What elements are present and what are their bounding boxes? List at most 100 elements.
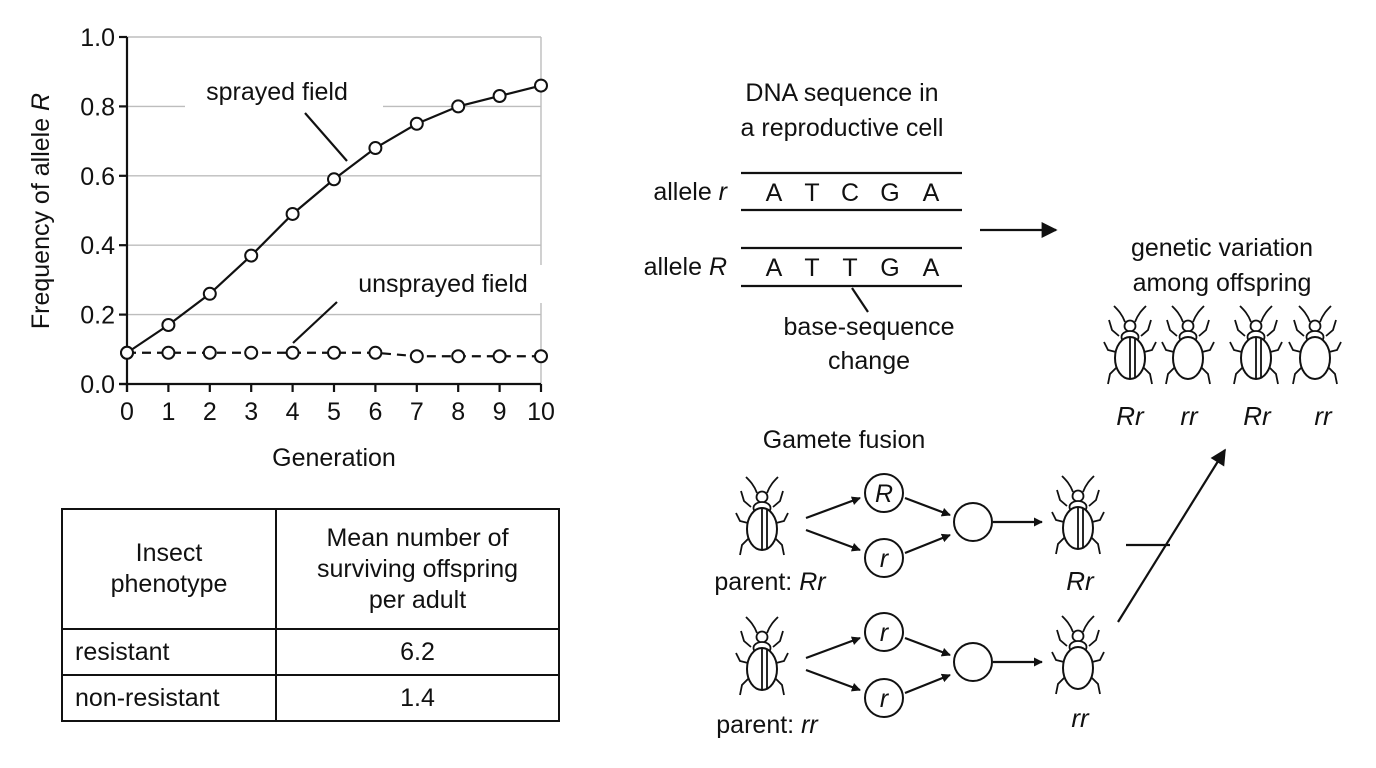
- dna-base: A: [766, 254, 783, 282]
- unsprayed-label-leader: [292, 301, 338, 344]
- gamete-r-label-3: r: [880, 685, 890, 713]
- allele-R-label: allele R: [644, 253, 727, 281]
- zygote-2: [953, 642, 993, 682]
- variation-line2: among offspring: [1133, 269, 1312, 297]
- offspring-genotype-2: rr: [1180, 401, 1199, 431]
- allele-r-label: allele r: [653, 178, 728, 206]
- x-tick-label: 9: [493, 398, 507, 426]
- gamete-r-circle-3: [864, 678, 904, 718]
- child-Rr-label: Rr: [1066, 566, 1095, 596]
- arrow-gamete-r2-to-zygote: [904, 636, 951, 657]
- y-tick-label: 0.2: [80, 302, 115, 330]
- dna-title-line2: a reproductive cell: [741, 114, 944, 142]
- sprayed-label-backdrop: [185, 74, 383, 112]
- parent-Rr-label: parent: Rr: [714, 568, 827, 596]
- x-tick-label: 7: [410, 398, 424, 426]
- parent-insect-Rr: [736, 477, 788, 555]
- series-1-point: [244, 345, 259, 360]
- offspring-insect-2: [1161, 305, 1215, 385]
- offspring-insect-1: [1104, 306, 1156, 384]
- series-0-point: [285, 206, 300, 221]
- arrow-gamete-R-to-zygote: [904, 496, 951, 517]
- dna-title-line1: DNA sequence in: [745, 79, 938, 107]
- base-change-line1: base-sequence: [784, 313, 955, 341]
- series-1-point: [120, 345, 134, 360]
- x-tick-label: 5: [327, 398, 341, 426]
- offspring-genotype-3: Rr: [1243, 401, 1272, 431]
- series-1-point: [492, 349, 507, 364]
- x-tick-label: 0: [120, 398, 134, 426]
- header-phenotype: Insect phenotype: [61, 508, 277, 630]
- table-header-row: Insect phenotype Mean number of survivin…: [61, 508, 560, 630]
- y-tick-label: 0.6: [80, 163, 115, 191]
- gamete-r-circle-2: [864, 612, 904, 652]
- child-insect-rr: [1051, 615, 1105, 695]
- base-change-leader: [851, 287, 869, 313]
- table-row: non-resistant 1.4: [61, 674, 560, 722]
- base-change-line2: change: [828, 347, 910, 375]
- gamete-r-label-2: r: [880, 619, 890, 647]
- y-tick-label: 0.8: [80, 93, 115, 121]
- gamete-r-label-1: r: [880, 545, 890, 573]
- x-tick-label: 4: [286, 398, 300, 426]
- series-1-point: [368, 345, 383, 360]
- dna-base: A: [923, 179, 940, 207]
- series-0-point: [534, 78, 548, 93]
- series-1-point: [534, 349, 548, 364]
- x-tick-label: 2: [203, 398, 217, 426]
- child-rr-label: rr: [1071, 703, 1090, 733]
- series-0-point: [368, 141, 383, 156]
- x-tick-label: 6: [368, 398, 382, 426]
- arrow-gamete-r-to-zygote: [904, 533, 951, 555]
- series-1-point: [327, 345, 341, 360]
- zygote-1: [953, 502, 993, 542]
- series-line-0: [126, 84, 542, 354]
- offspring-survival-table: Insect phenotype Mean number of survivin…: [61, 508, 560, 722]
- gamete-r-circle-1: [864, 538, 904, 578]
- series-0-point: [492, 88, 507, 103]
- table-row: resistant 6.2: [61, 628, 560, 676]
- parent-insect-rr: [736, 617, 788, 695]
- unsprayed-label-backdrop: [338, 265, 542, 303]
- chart-axes: [119, 35, 543, 392]
- series-0-point: [451, 99, 466, 114]
- series-0-point: [409, 116, 424, 131]
- gamete-R-circle: [864, 473, 904, 513]
- value-cell: 1.4: [275, 674, 560, 722]
- genetic-variation-panel: genetic variation among offspring Rr rr …: [1104, 234, 1342, 431]
- gamete-fusion-title: Gamete fusion: [763, 426, 926, 454]
- dna-base: A: [766, 179, 783, 207]
- y-tick-label: 0.4: [80, 232, 115, 260]
- dna-base: A: [923, 254, 940, 282]
- offspring-genotype-1: Rr: [1116, 401, 1145, 431]
- chart-series: [120, 78, 548, 364]
- offspring-genotype-4: rr: [1314, 401, 1333, 431]
- x-tick-label: 10: [527, 398, 555, 426]
- series-1-point: [285, 345, 300, 360]
- dna-base: G: [880, 179, 899, 207]
- unsprayed-field-label: unsprayed field: [358, 270, 528, 298]
- y-axis-label: Frequency of allele R: [27, 93, 55, 329]
- series-1-point: [409, 349, 424, 364]
- y-axis-label-allele: R: [27, 93, 55, 111]
- offspring-insect-4: [1288, 305, 1342, 385]
- gamete-fusion-panel: Gamete fusion parent: Rr R r Rr parent: …: [714, 426, 1226, 739]
- dna-base: G: [880, 254, 899, 282]
- dna-base: T: [804, 254, 819, 282]
- arrow-parent2-to-gamete-r-bottom: [805, 668, 861, 692]
- offspring-insect-3: [1230, 306, 1282, 384]
- sprayed-label-leader: [304, 112, 348, 162]
- series-1-point: [161, 345, 176, 360]
- x-tick-label: 1: [161, 398, 175, 426]
- series-1-point: [451, 349, 466, 364]
- dna-sequence-panel: DNA sequence in a reproductive cell alle…: [644, 79, 1058, 375]
- arrow-parent2-to-gamete-r-top: [805, 636, 861, 660]
- series-0-point: [327, 172, 341, 187]
- arrow-parent1-to-gamete-R: [805, 496, 861, 520]
- series-0-point: [202, 286, 217, 301]
- dna-base: T: [842, 254, 857, 282]
